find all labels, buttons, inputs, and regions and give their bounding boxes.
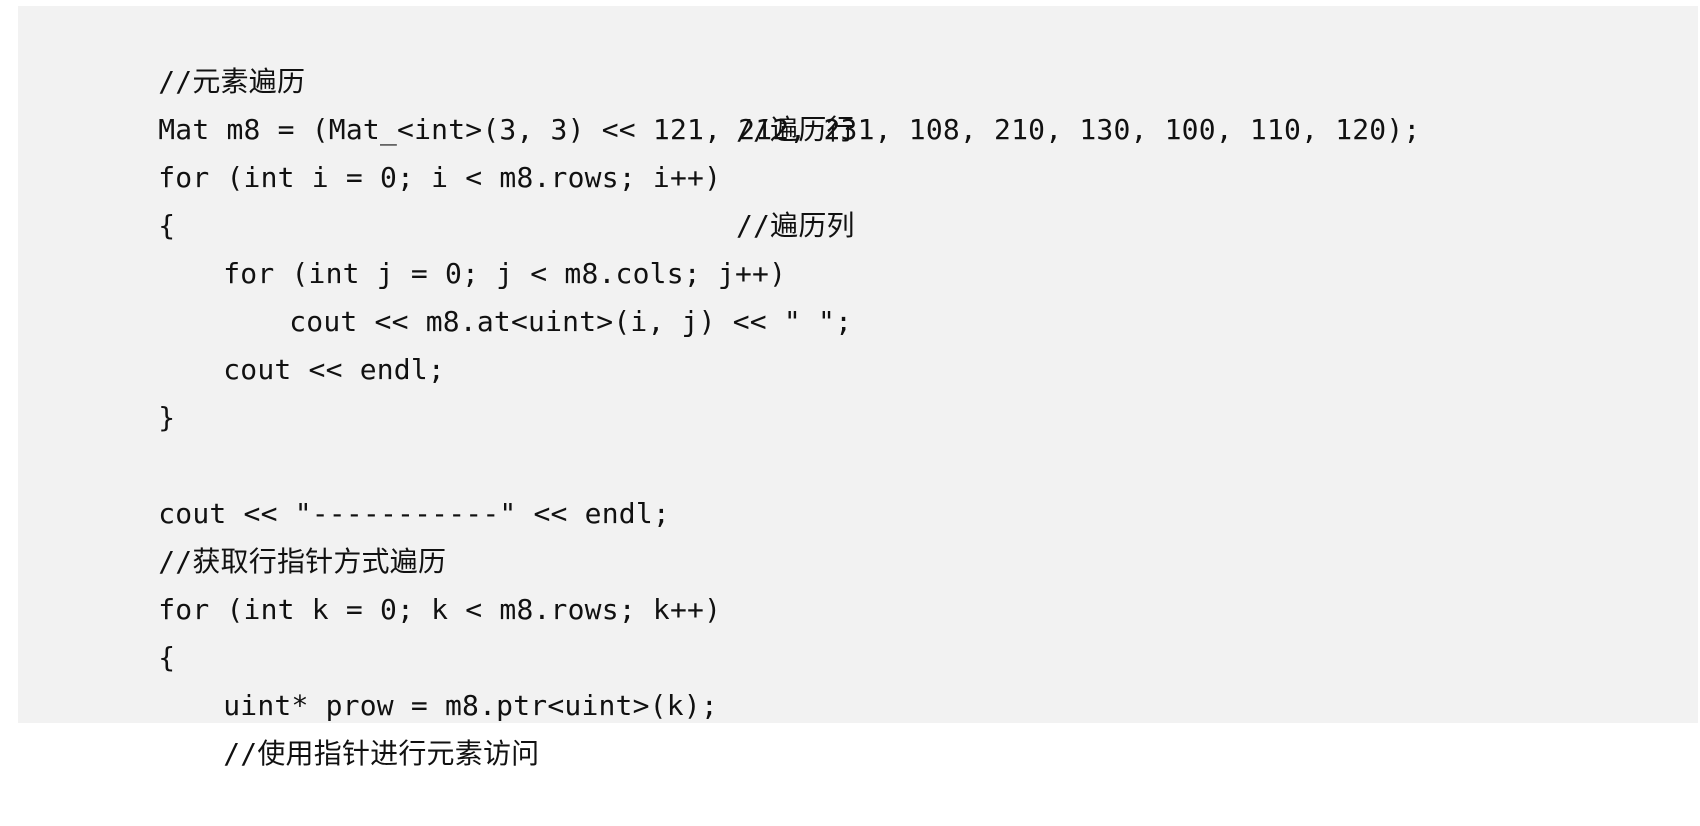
- code-line-blank: [18, 394, 1698, 442]
- cout-element-statement: cout << m8.at<uint>(i, j) << " ";: [289, 305, 853, 338]
- code-line-1: //元素遍历: [18, 10, 1698, 98]
- code-block: //元素遍历 Mat m8 = (Mat_<int>(3, 3) << 121,…: [18, 6, 1698, 770]
- code-line-2: Mat m8 = (Mat_<int>(3, 3) << 121, 212, 2…: [18, 58, 1698, 146]
- code-line-4: {: [18, 154, 1698, 242]
- code-line-8: }: [18, 346, 1698, 434]
- mat-declaration: Mat m8 = (Mat_<int>(3, 3) << 121, 212, 2…: [158, 113, 1421, 146]
- comment-row-pointer-traversal: //获取行指针方式遍历: [158, 545, 447, 578]
- open-brace: {: [158, 209, 176, 242]
- code-line-9: cout << "-----------" << endl;: [18, 442, 1698, 530]
- for-cols-statement: for (int j = 0; j < m8.cols; j++): [223, 257, 787, 290]
- code-line-7: cout << endl;: [18, 298, 1698, 386]
- for-k-statement: for (int k = 0; k < m8.rows; k++): [158, 593, 722, 626]
- code-line-14: //使用指针进行元素访问: [18, 682, 1698, 770]
- code-line-12: {: [18, 586, 1698, 674]
- comment-traverse-rows: //遍历行: [736, 113, 855, 146]
- row-pointer-statement: uint* prow = m8.ptr<uint>(k);: [223, 689, 718, 722]
- code-line-11: for (int k = 0; k < m8.rows; k++): [18, 538, 1698, 626]
- comment-traverse-cols: //遍历列: [736, 209, 855, 242]
- close-brace: }: [158, 401, 176, 434]
- comment-element-traversal: //元素遍历: [158, 65, 306, 98]
- code-line-6: cout << m8.at<uint>(i, j) << " ";: [18, 250, 1698, 338]
- code-line-13: uint* prow = m8.ptr<uint>(k);: [18, 634, 1698, 722]
- code-line-10: //获取行指针方式遍历: [18, 490, 1698, 578]
- cout-endl-statement: cout << endl;: [223, 353, 445, 386]
- cout-separator-statement: cout << "-----------" << endl;: [158, 497, 670, 530]
- code-line-5: for (int j = 0; j < m8.cols; j++) //遍历列: [18, 202, 1698, 290]
- comment-pointer-access: //使用指针进行元素访问: [223, 737, 540, 770]
- code-line-3: for (int i = 0; i < m8.rows; i++) //遍历行: [18, 106, 1698, 194]
- for-rows-statement: for (int i = 0; i < m8.rows; i++): [158, 161, 722, 194]
- open-brace-2: {: [158, 641, 176, 674]
